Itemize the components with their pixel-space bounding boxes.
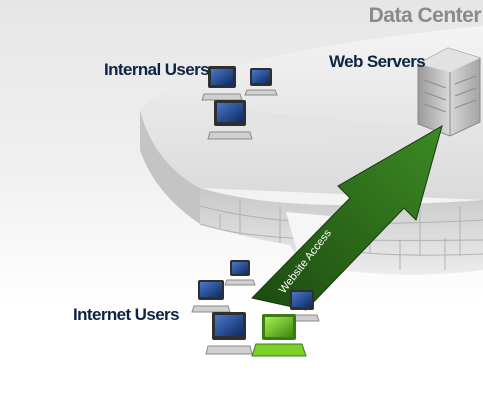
internet-user-computer: [191, 280, 231, 313]
internet-user-computer: [205, 312, 253, 355]
internet-user-computer: [224, 260, 256, 286]
server-rack-icon: [417, 47, 481, 137]
web-servers-label: Web Servers: [329, 52, 426, 71]
internet-user-computer: [284, 290, 320, 322]
internal-user-computer: [244, 68, 278, 96]
highlighted-laptop-icon: [251, 314, 307, 357]
internal-user-computer: [207, 100, 253, 140]
internal-users-label: Internal Users: [104, 60, 210, 79]
page-title: Data Center: [368, 4, 482, 27]
internet-users-label: Internet Users: [73, 305, 180, 324]
internal-user-computer: [201, 66, 243, 101]
